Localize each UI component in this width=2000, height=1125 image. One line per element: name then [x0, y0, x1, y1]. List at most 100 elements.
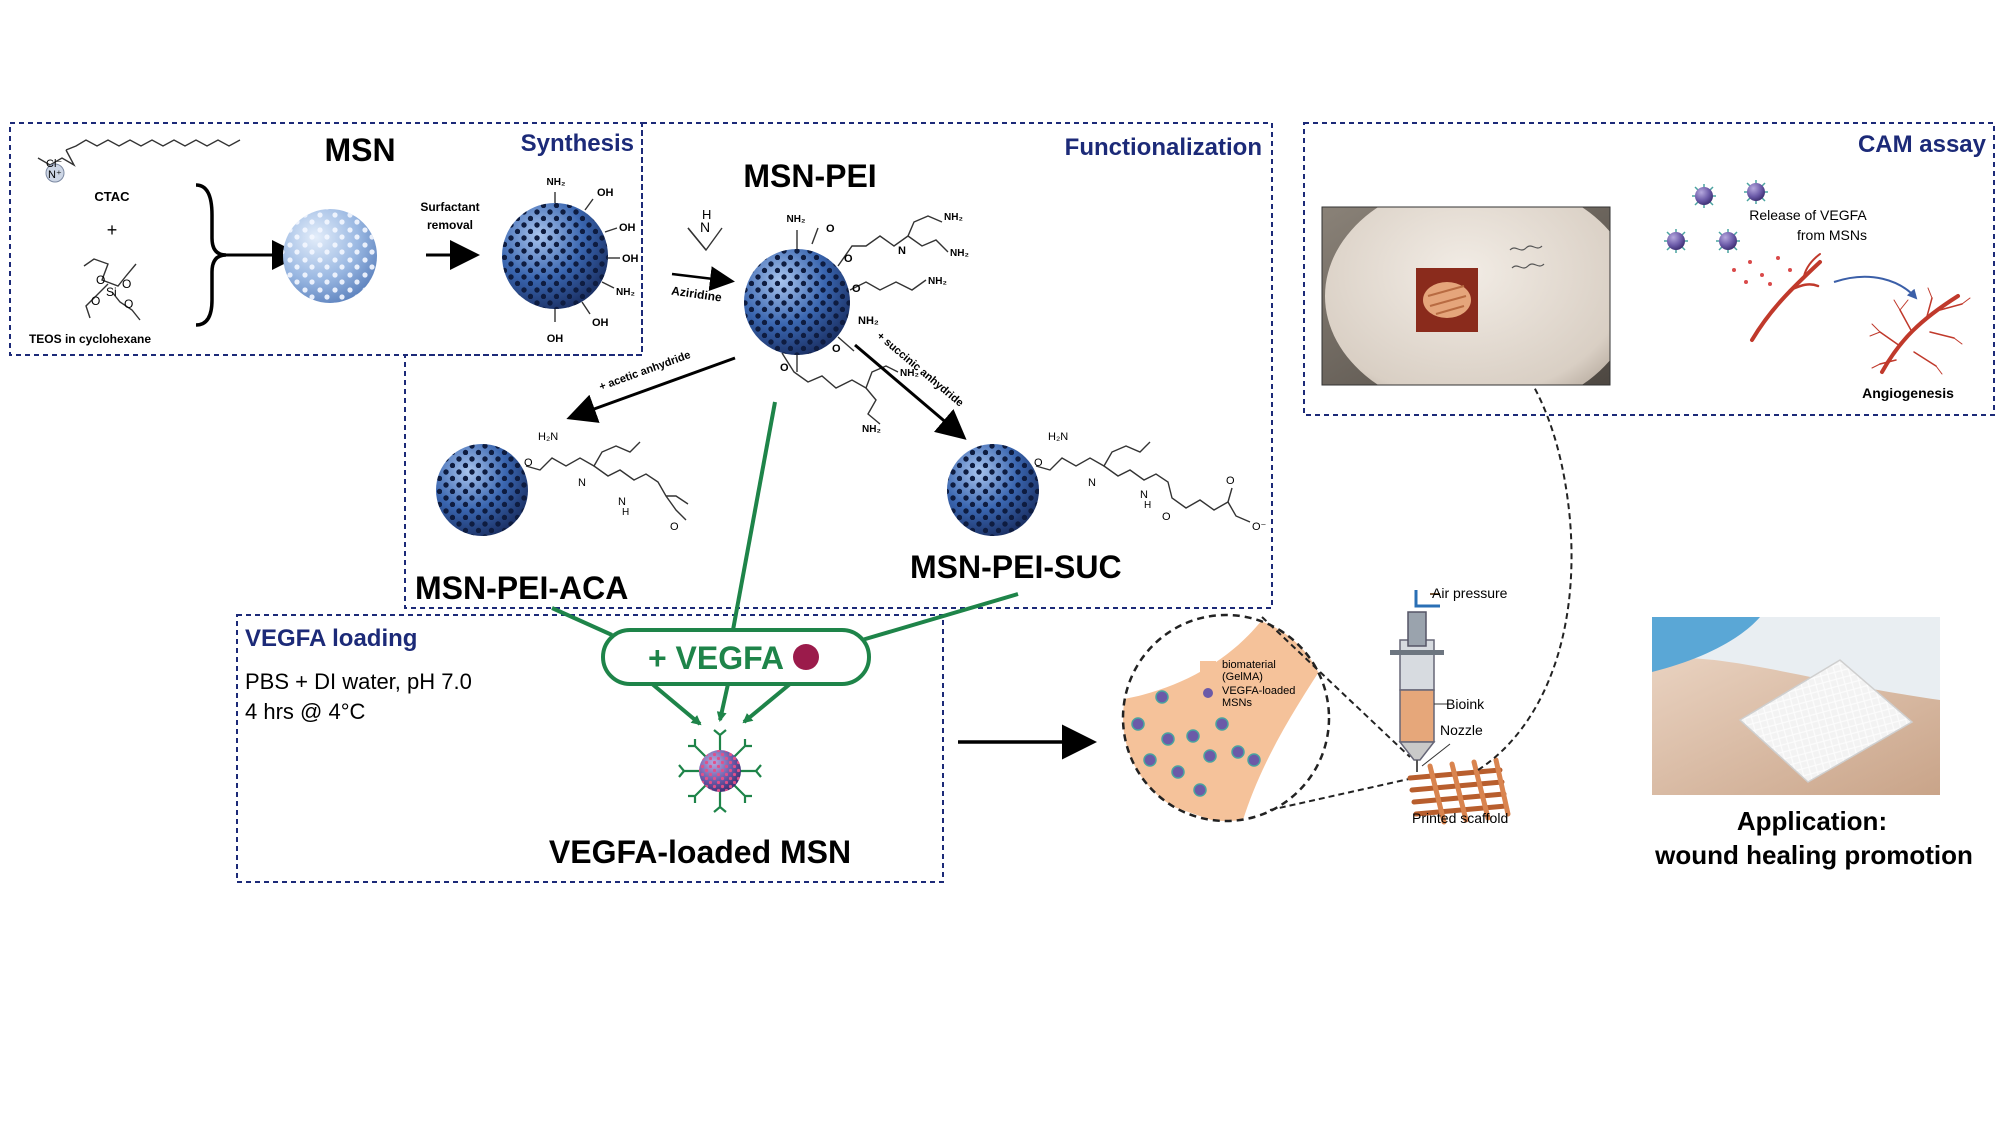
legend-vegfa-1: VEGFA-loaded: [1222, 685, 1295, 697]
suc-h2n: H₂N: [1048, 431, 1068, 443]
zoom-legend: [1200, 661, 1216, 698]
pei-o-2: O: [844, 253, 853, 265]
zoom-line-bottom: [1269, 776, 1419, 811]
sphere-oh-1: OH: [597, 187, 614, 199]
svg-text:O: O: [91, 294, 100, 308]
loading-conditions-2: 4 hrs @ 4°C: [245, 699, 366, 724]
msn-pei-aca-label: MSN-PEI-ACA: [415, 570, 628, 606]
ctac-structure: Cl⁻ N⁺: [37, 139, 241, 183]
pei-nh2-b: NH₂: [950, 248, 969, 259]
legend-biomaterial-2: (GelMA): [1222, 671, 1263, 683]
zoom-circle: [1121, 613, 1331, 823]
cam-egg-photo: [1321, 206, 1611, 386]
succinic-anhydride-arrow: [854, 343, 967, 440]
msn-pei-suc-label: MSN-PEI-SUC: [910, 549, 1122, 585]
sphere-nh2-2: NH₂: [616, 287, 635, 298]
plus-vegfa-pill: [601, 628, 871, 686]
application-subtitle: wound healing promotion: [1654, 840, 1973, 870]
svg-text:N: N: [700, 219, 710, 235]
aca-n-2: N: [618, 496, 626, 508]
suc-n-2: N: [1140, 489, 1148, 501]
suc-h: H: [1144, 500, 1151, 511]
msn-label: MSN: [324, 132, 395, 168]
blood-vessel-before: [1750, 253, 1822, 342]
aca-o: O: [524, 457, 533, 469]
svg-text:N⁺: N⁺: [48, 169, 62, 181]
aca-n-1: N: [578, 477, 586, 489]
release-label-1: Release of VEGFA: [1749, 207, 1867, 223]
pei-o-3: O: [852, 283, 861, 295]
suc-o-3: O: [1226, 475, 1235, 487]
synthesis-title: Synthesis: [521, 130, 634, 157]
sphere-oh-2: OH: [619, 222, 636, 234]
vegfa-loading-title: VEGFA loading: [245, 625, 417, 652]
hydroxylated-msn-sphere: [502, 192, 620, 322]
printed-scaffold: [1407, 757, 1511, 825]
suc-o-2: O: [1162, 511, 1171, 523]
pei-nh2-f: NH₂: [862, 424, 881, 435]
suc-o-minus: O⁻: [1252, 521, 1267, 533]
msn-sphere: [283, 209, 377, 303]
aca-h2n: H₂N: [538, 431, 558, 443]
svg-text:O: O: [122, 277, 131, 291]
teos-structure: Si O O O O: [83, 258, 141, 321]
green-line-center: [731, 401, 777, 631]
bioprinter-syringe: [1390, 590, 1451, 772]
teos-label: TEOS in cyclohexane: [29, 332, 151, 346]
blood-vessel-network: [1869, 287, 1971, 375]
plus-vegfa-label: + VEGFA: [648, 640, 784, 676]
angiogenesis-label: Angiogenesis: [1862, 385, 1954, 401]
suc-o: O: [1034, 457, 1043, 469]
legend-biomaterial-1: biomaterial: [1222, 659, 1276, 671]
aziridine-structure: N H: [687, 207, 723, 252]
pei-n-1: N: [898, 245, 906, 257]
bioink-label: Bioink: [1446, 696, 1485, 712]
functionalization-panel: [404, 122, 1273, 609]
printed-scaffold-label: Printed scaffold: [1412, 810, 1508, 826]
pei-o-5: O: [780, 362, 789, 374]
suc-n-1: N: [1088, 477, 1096, 489]
aziridine-label: Aziridine: [670, 284, 722, 305]
sphere-oh-3: OH: [622, 253, 639, 265]
plus-sign: +: [107, 220, 118, 240]
cam-assay-panel: [1303, 122, 1995, 416]
scaffold-to-cam-link: [1473, 317, 1573, 771]
aca-carbonyl-o: O: [670, 521, 679, 533]
succinic-anhydride-label: + succinic anhydride: [874, 330, 965, 409]
application-title: Application:: [1737, 806, 1887, 836]
msn-pei-aca-sphere: [436, 441, 689, 536]
zoom-msn-particles: [1131, 690, 1261, 797]
sphere-oh-4: OH: [592, 317, 609, 329]
functionalization-title: Functionalization: [1065, 134, 1262, 161]
air-pressure-label: Air pressure: [1432, 585, 1508, 601]
msn-pei-sphere: [744, 215, 949, 425]
wound-healing-photo: [1652, 617, 1940, 795]
svg-text:Cl⁻: Cl⁻: [46, 158, 62, 170]
legend-vegfa-2: MSNs: [1222, 697, 1252, 709]
pei-nh2-c: NH₂: [928, 276, 947, 287]
aca-h: H: [622, 507, 629, 518]
pei-nh2-top: NH₂: [787, 214, 806, 225]
released-msn-particles: [1664, 180, 1792, 286]
synthesis-panel: [9, 122, 643, 356]
release-label-2: from MSNs: [1797, 227, 1867, 243]
svg-text:O: O: [96, 273, 105, 287]
combine-bracket: [195, 183, 227, 327]
cam-assay-title: CAM assay: [1858, 131, 1987, 158]
angiogenesis-arrow: [1833, 275, 1918, 300]
sphere-oh-5: OH: [547, 333, 564, 345]
aziridine-arrow: [671, 266, 735, 292]
svg-text:O: O: [124, 297, 133, 311]
green-line-aca: [551, 606, 613, 637]
svg-text:Si: Si: [106, 285, 117, 299]
pei-nh2-a: NH₂: [944, 212, 963, 223]
vegfa-loaded-msn-label: VEGFA-loaded MSN: [549, 834, 851, 870]
surfactant-removal-label-1: Surfactant: [420, 200, 479, 214]
pei-nh2-d: NH₂: [858, 315, 879, 327]
surfactant-removal-label-2: removal: [427, 218, 473, 232]
loading-conditions-1: PBS + DI water, pH 7.0: [245, 669, 472, 694]
msn-pei-label: MSN-PEI: [743, 158, 876, 194]
acetic-anhydride-arrow: [566, 356, 736, 423]
svg-text:H: H: [702, 207, 711, 222]
